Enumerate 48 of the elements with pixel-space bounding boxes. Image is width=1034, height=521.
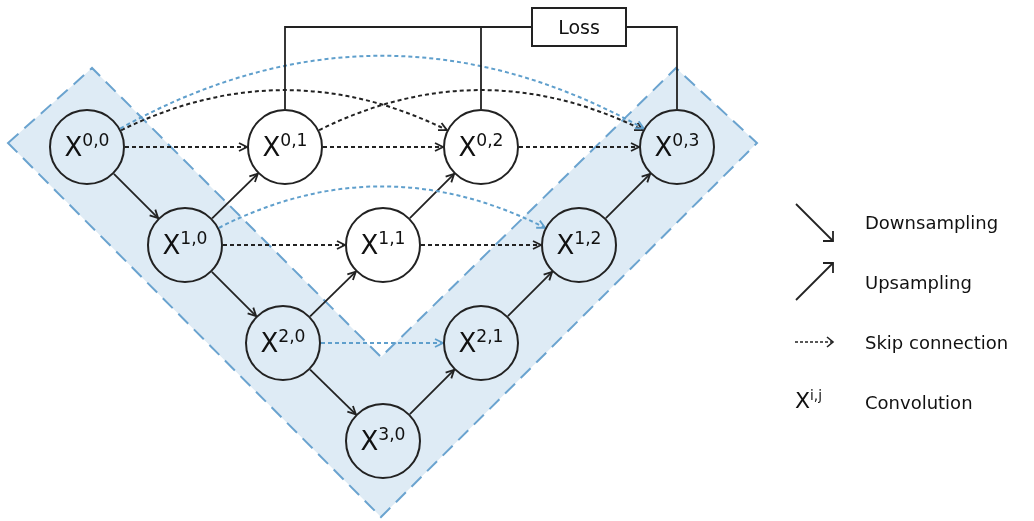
convolution-node: [443, 109, 519, 185]
convolution-node: [541, 207, 617, 283]
node-label: X$^{0,1}$: [262, 134, 308, 160]
connector-line: [480, 26, 532, 110]
arrow: [211, 172, 259, 220]
arrow: [217, 185, 547, 229]
convolution-node: [245, 305, 321, 381]
node-label: X$^{3,0}$: [360, 428, 406, 454]
arrow: [420, 240, 542, 250]
convolution-node: [639, 109, 715, 185]
convolution-node: [247, 109, 323, 185]
arrow: [408, 368, 456, 416]
node-label: X$^{1,0}$: [162, 232, 208, 258]
convolution-node: [345, 403, 421, 479]
convolution-node: [49, 109, 125, 185]
node-label: X$^{0,0}$: [64, 134, 110, 160]
arrow: [119, 54, 645, 130]
arrow: [210, 270, 258, 318]
legend-text: Convolution: [865, 392, 973, 413]
convolution-node: [443, 305, 519, 381]
arrow: [309, 368, 357, 416]
arrow: [222, 240, 346, 250]
convolution-node: [147, 207, 223, 283]
arrow: [124, 142, 248, 152]
arrow: [518, 142, 640, 152]
node-label: X$^{1,1}$: [360, 232, 406, 258]
arrow: [408, 172, 456, 220]
loss-box: [531, 7, 627, 47]
legend-text: Upsampling: [865, 272, 972, 293]
convolution-node: [345, 207, 421, 283]
arrow: [120, 89, 448, 132]
connector-line: [626, 26, 678, 110]
node-label: Loss: [558, 17, 600, 37]
arrow: [309, 270, 357, 318]
arrow: [112, 172, 160, 220]
arrow: [506, 270, 554, 318]
node-label: X$^{1,2}$: [556, 232, 602, 258]
arrow: [604, 172, 652, 220]
arrow: [322, 142, 444, 152]
legend-text: Skip connection: [865, 332, 1009, 353]
node-label: X$^{2,1}$: [458, 330, 504, 356]
node-label: X$^{0,2}$: [458, 134, 504, 160]
legend-text: Downsampling: [865, 212, 999, 233]
arrow: [320, 338, 444, 348]
node-label: X$^{0,3}$: [654, 134, 700, 160]
arrow: [318, 89, 644, 132]
node-label: X$^{2,0}$: [260, 330, 306, 356]
symbol-label: X$^{i,j}$: [795, 390, 822, 412]
